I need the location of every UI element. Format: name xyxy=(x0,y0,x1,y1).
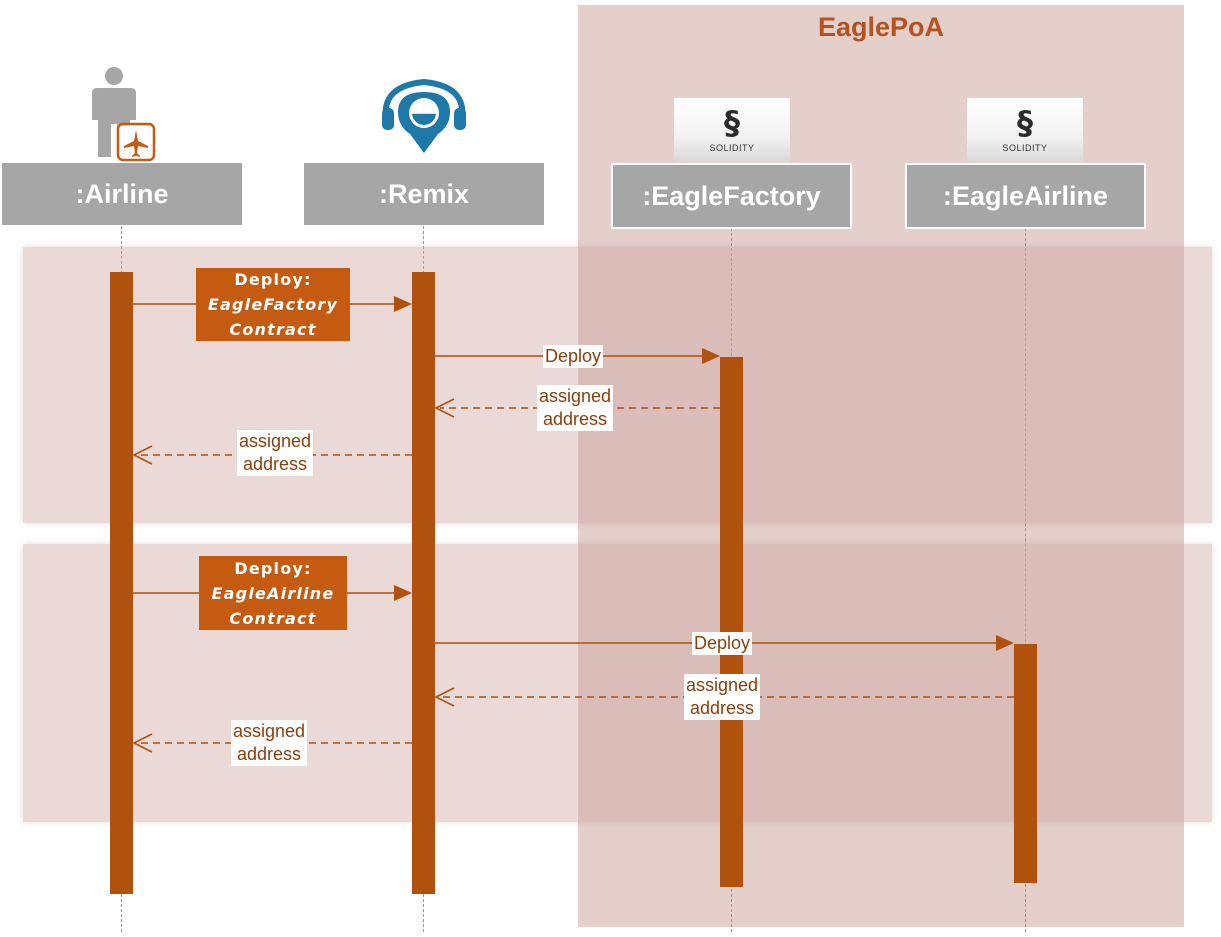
participant-eagleairline: :EagleAirline xyxy=(905,163,1146,229)
call-box-contract-name: EagleAirline xyxy=(211,583,335,603)
activation-remix xyxy=(412,272,435,894)
factory-return-to-airline-label: assigned address xyxy=(237,430,314,476)
activation-eagleairline xyxy=(1014,644,1037,883)
call-box-line: Deploy: xyxy=(234,270,312,289)
deploy-airline-call-label: Deploy xyxy=(692,632,753,655)
open-arrowhead xyxy=(132,733,153,753)
filled-arrowhead xyxy=(702,348,720,364)
airline-return-label: assigned address xyxy=(684,674,761,720)
eaglepoa-region-title: EaglePoA xyxy=(817,12,945,42)
filled-arrowhead xyxy=(394,585,412,601)
label-line: assigned xyxy=(539,386,612,406)
solidity-logo-icon: § SOLIDITY xyxy=(674,98,790,162)
call-box-line: Deploy: xyxy=(234,558,312,578)
lifeline-eagleairline xyxy=(1025,228,1026,932)
label-line: assigned xyxy=(239,431,312,451)
airline-return-to-airline-label: assigned address xyxy=(231,720,308,766)
airline-user-icon xyxy=(92,67,156,162)
deploy-eaglefactory-label: Deploy: EagleFactory Contract xyxy=(196,268,350,341)
activation-airline xyxy=(110,272,133,894)
participant-eaglefactory: :EagleFactory xyxy=(611,163,852,229)
label-line: address xyxy=(243,454,308,474)
deploy-eagleairline-label: Deploy: EagleAirline Contract xyxy=(199,556,347,630)
solidity-logo-text: SOLIDITY xyxy=(709,143,755,153)
label-line: address xyxy=(543,409,608,429)
filled-arrowhead xyxy=(996,635,1014,651)
call-box-line: Contract xyxy=(229,320,317,339)
activation-eaglefactory xyxy=(720,357,743,887)
label-line: address xyxy=(690,698,755,718)
label-line: assigned xyxy=(686,675,759,695)
solidity-logo-icon: § SOLIDITY xyxy=(967,98,1083,162)
solidity-mark-icon: § xyxy=(724,104,740,142)
participant-remix: :Remix xyxy=(304,163,544,225)
open-arrowhead xyxy=(434,398,455,418)
label-line: address xyxy=(237,744,302,764)
open-arrowhead xyxy=(434,687,455,707)
call-box-line: Contract xyxy=(229,608,317,628)
participant-airline: :Airline xyxy=(2,163,242,225)
call-box-contract-name: EagleFactory xyxy=(207,295,339,314)
remix-logo-icon xyxy=(382,78,466,153)
solidity-mark-icon: § xyxy=(1017,104,1033,142)
label-line: assigned xyxy=(233,721,306,741)
solidity-logo-text: SOLIDITY xyxy=(1002,143,1048,153)
deploy-factory-call-label: Deploy xyxy=(543,345,604,368)
filled-arrowhead xyxy=(394,296,412,312)
open-arrowhead xyxy=(132,445,153,465)
factory-return-label: assigned address xyxy=(537,385,614,431)
